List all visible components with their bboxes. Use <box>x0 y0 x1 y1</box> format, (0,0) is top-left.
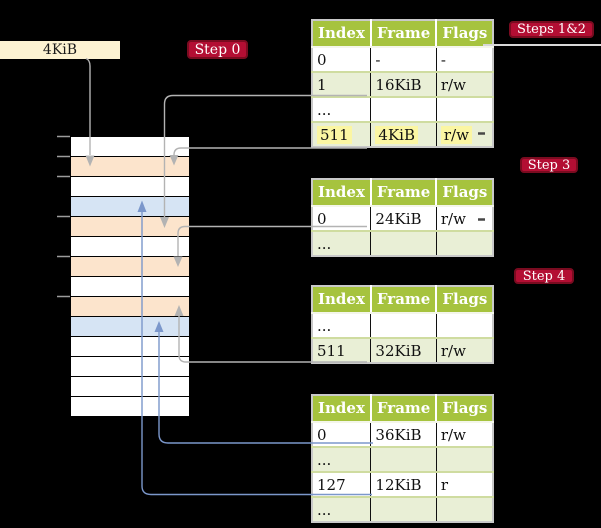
highlighted-value: r/w <box>440 125 472 144</box>
step-4-label: Step 4 <box>522 268 566 284</box>
table-cell: 511 <box>312 337 372 363</box>
table-cell <box>436 496 494 522</box>
memory-row-12-white <box>71 357 189 377</box>
table-cell: ... <box>312 446 372 472</box>
column-header-frame: Frame <box>370 179 438 207</box>
column-header-frame: Frame <box>370 20 438 48</box>
table-cell <box>436 313 493 338</box>
column-header-flags: Flags <box>436 179 494 207</box>
column-header-flags: Flags <box>436 20 494 48</box>
column-header-index: Index <box>312 286 372 314</box>
table-cell: 511 <box>312 121 372 147</box>
memory-row-6-white <box>71 237 189 257</box>
memory-row-5-orange <box>71 217 189 237</box>
table-row: ... <box>312 446 494 472</box>
column-header-frame: Frame <box>370 395 438 423</box>
table-row: ... <box>312 313 493 338</box>
table-cell: r/w <box>436 121 494 147</box>
table-cell: ... <box>312 313 372 338</box>
table-cell: ... <box>312 96 372 122</box>
memory-column <box>70 136 190 417</box>
step-0-label: Step 0 <box>194 41 241 58</box>
arrow-entry511-to-4kib <box>173 147 367 156</box>
step-4-badge: Step 4 <box>514 268 574 284</box>
table-cell <box>370 313 437 338</box>
table-cell: 32KiB <box>370 337 437 363</box>
table-cell <box>370 446 437 472</box>
table-cell: 4KiB <box>370 121 437 147</box>
column-header-index: Index <box>312 179 372 207</box>
memory-row-3-white <box>71 177 189 197</box>
table-cell: ... <box>312 496 372 522</box>
memory-row-1-white <box>71 137 189 157</box>
table-row: 511 4KiB r/w <box>312 121 494 147</box>
table-cell: 0 <box>312 206 372 231</box>
steps-1-2-label: Steps 1&2 <box>516 22 587 37</box>
highlighted-value: 4KiB <box>375 125 418 144</box>
memory-address-box: 4KiB <box>0 41 120 59</box>
table-cell: r/w <box>440 209 466 228</box>
memory-row-4-blue <box>71 197 189 217</box>
table-row: 0-- <box>312 47 493 72</box>
memory-row-7-orange <box>71 257 189 277</box>
memory-row-14-white <box>71 397 189 416</box>
table-cell <box>436 230 494 256</box>
table-cell <box>370 230 437 256</box>
table-cell: r <box>436 471 494 497</box>
memory-row-8-white <box>71 277 189 297</box>
table-row: ... <box>312 230 494 256</box>
step-0-badge: Step 0 <box>187 40 248 59</box>
table-cell: 0 <box>312 47 372 72</box>
table-cell: - <box>370 47 437 72</box>
table-cell: - <box>440 50 446 69</box>
table-cell: 24KiB <box>370 206 437 231</box>
memory-row-2-orange <box>71 157 189 177</box>
table-row: ... <box>312 496 494 522</box>
memory-row-10-blue <box>71 317 189 337</box>
column-header-flags: Flags <box>436 286 494 314</box>
table-cell: ... <box>312 230 372 256</box>
table-cell: 1 <box>312 71 372 97</box>
table-cell: r/w <box>436 71 494 97</box>
column-header-frame: Frame <box>370 286 438 314</box>
memory-row-13-white <box>71 377 189 397</box>
table-cell <box>370 496 437 522</box>
column-header-index: Index <box>312 395 372 423</box>
table-cell: 12KiB <box>370 471 437 497</box>
table-cell <box>370 96 437 122</box>
step-3-badge: Step 3 <box>520 157 578 173</box>
table-cell: 0 <box>312 422 372 447</box>
table-cell: r/w <box>436 337 494 363</box>
memory-row-11-white <box>71 337 189 357</box>
highlighted-value: 511 <box>317 125 352 144</box>
steps-1-2-badge: Steps 1&2 <box>509 21 594 38</box>
table-cell <box>436 446 494 472</box>
column-header-flags: Flags <box>436 395 494 423</box>
table-cell: r/w <box>440 425 466 444</box>
step-3-label: Step 3 <box>527 157 571 173</box>
column-header-index: Index <box>312 20 372 48</box>
table-row: ... <box>312 96 494 122</box>
address-tick-marks <box>57 135 70 298</box>
table-cell: 36KiB <box>370 422 437 447</box>
table-cell <box>436 96 494 122</box>
memory-row-9-orange <box>71 297 189 317</box>
memory-address-label: 4KiB <box>42 42 78 58</box>
table-cell: 127 <box>312 471 372 497</box>
table-cell: 16KiB <box>370 71 437 97</box>
